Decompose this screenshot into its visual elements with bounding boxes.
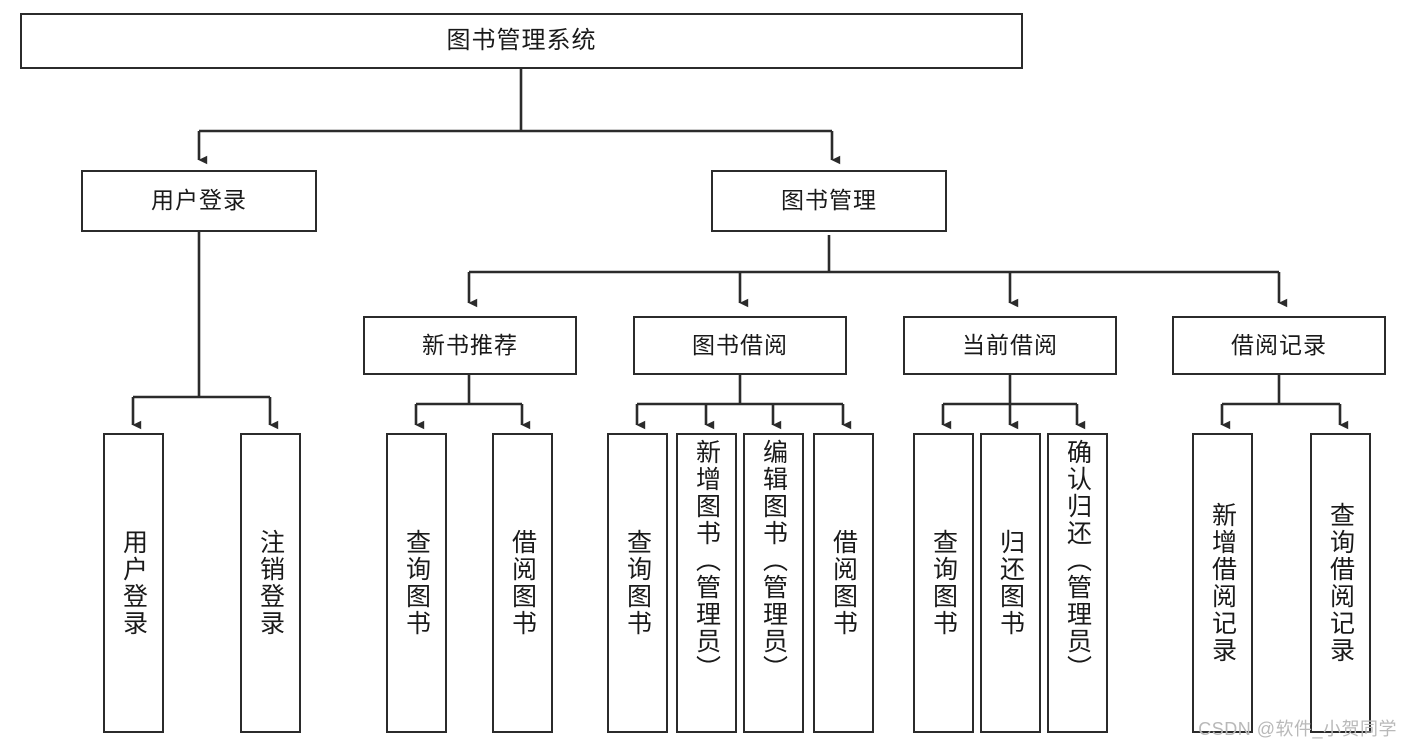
leaf-label: 归还图书: [996, 529, 1025, 637]
node-new-book-recommend[interactable]: 新书推荐: [363, 316, 577, 375]
leaf-label: 用户登录: [119, 529, 148, 637]
leaf-borrow-edit-book-admin[interactable]: 编辑图书（管理员）: [743, 433, 804, 733]
leaf-label: 查询借阅记录: [1326, 502, 1355, 664]
node-user-login[interactable]: 用户登录: [81, 170, 317, 232]
node-label: 用户登录: [151, 187, 247, 214]
node-book-borrow[interactable]: 图书借阅: [633, 316, 847, 375]
leaf-label: 查询图书: [623, 529, 652, 637]
node-label: 新书推荐: [422, 331, 518, 358]
leaf-label: 借阅图书: [829, 529, 858, 637]
leaf-borrow-query-book[interactable]: 查询图书: [607, 433, 668, 733]
leaf-current-confirm-return-admin[interactable]: 确认归还（管理员）: [1047, 433, 1108, 733]
leaf-label: 新增图书（管理员）: [692, 439, 721, 682]
leaf-current-return-book[interactable]: 归还图书: [980, 433, 1041, 733]
leaf-label: 确认归还（管理员）: [1063, 439, 1092, 682]
leaf-label: 查询图书: [402, 529, 431, 637]
node-label: 当前借阅: [962, 331, 1058, 358]
leaf-recommend-query-book[interactable]: 查询图书: [386, 433, 447, 733]
node-current-borrow[interactable]: 当前借阅: [903, 316, 1117, 375]
leaf-user-login-logout[interactable]: 注销登录: [240, 433, 301, 733]
leaf-label: 注销登录: [256, 529, 285, 637]
node-label: 图书管理系统: [446, 26, 597, 54]
node-label: 图书管理: [781, 187, 877, 214]
node-book-management[interactable]: 图书管理: [711, 170, 947, 232]
leaf-label: 查询图书: [929, 529, 958, 637]
leaf-label: 新增借阅记录: [1208, 502, 1237, 664]
leaf-label: 编辑图书（管理员）: [759, 439, 788, 682]
node-label: 图书借阅: [692, 331, 788, 358]
leaf-borrow-add-book-admin[interactable]: 新增图书（管理员）: [676, 433, 737, 733]
watermark-text: CSDN @软件_小贺同学: [1198, 719, 1397, 739]
leaf-label: 借阅图书: [508, 529, 537, 637]
node-borrow-record[interactable]: 借阅记录: [1172, 316, 1386, 375]
leaf-user-login-login[interactable]: 用户登录: [103, 433, 164, 733]
node-label: 借阅记录: [1231, 331, 1327, 358]
leaf-record-query-record[interactable]: 查询借阅记录: [1310, 433, 1371, 733]
leaf-record-add-record[interactable]: 新增借阅记录: [1192, 433, 1253, 733]
leaf-recommend-borrow-book[interactable]: 借阅图书: [492, 433, 553, 733]
leaf-current-query-book[interactable]: 查询图书: [913, 433, 974, 733]
node-root-system[interactable]: 图书管理系统: [20, 13, 1023, 69]
leaf-borrow-borrow-book[interactable]: 借阅图书: [813, 433, 874, 733]
